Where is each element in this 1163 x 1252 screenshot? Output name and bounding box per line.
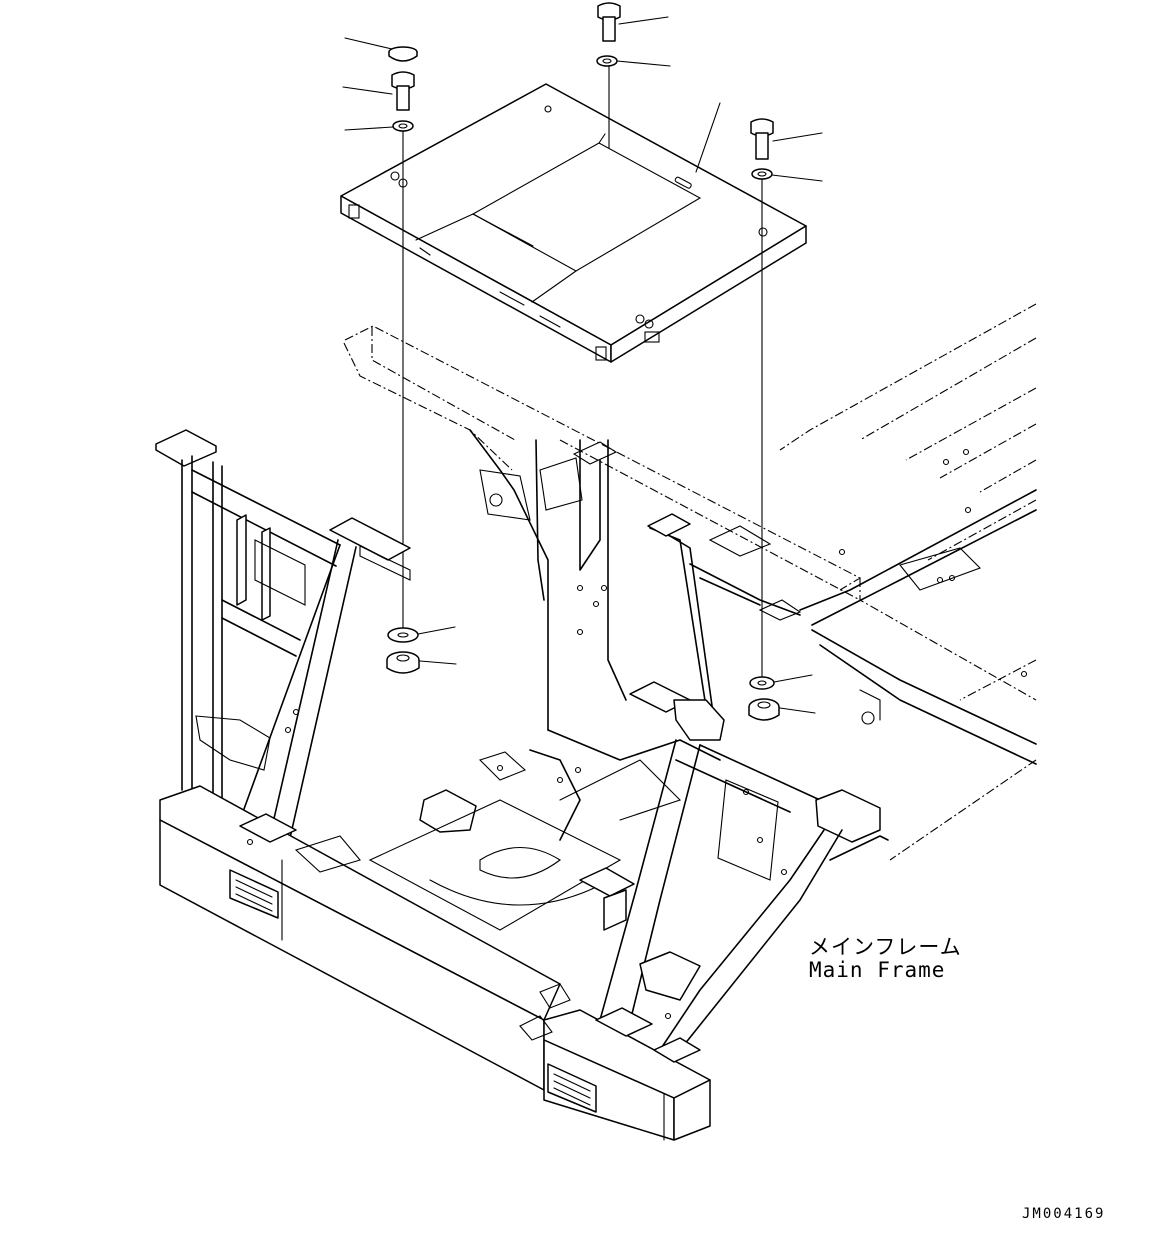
frame-holes — [246, 448, 1028, 1020]
washer-icon — [596, 55, 618, 67]
washer-icon — [392, 120, 414, 132]
leader-lines — [342, 16, 823, 714]
nut-icon — [386, 651, 420, 674]
nut-icon — [748, 698, 780, 721]
washer-icon — [749, 676, 775, 690]
vent-grille — [229, 869, 279, 919]
bolt-icon — [597, 2, 621, 42]
cover-plate — [340, 83, 807, 363]
washer-icon — [387, 627, 419, 643]
main-frame — [155, 303, 1037, 1141]
main-frame-label-jp: メインフレーム — [809, 935, 962, 959]
vent-grille — [547, 1063, 597, 1113]
cap-icon — [388, 46, 418, 62]
bolt-icon — [391, 71, 415, 111]
drawing-id: JM004169 — [1022, 1206, 1106, 1222]
bolt-icon — [750, 118, 774, 160]
main-frame-label-en: Main Frame — [809, 958, 946, 982]
washer-icon — [751, 168, 773, 180]
